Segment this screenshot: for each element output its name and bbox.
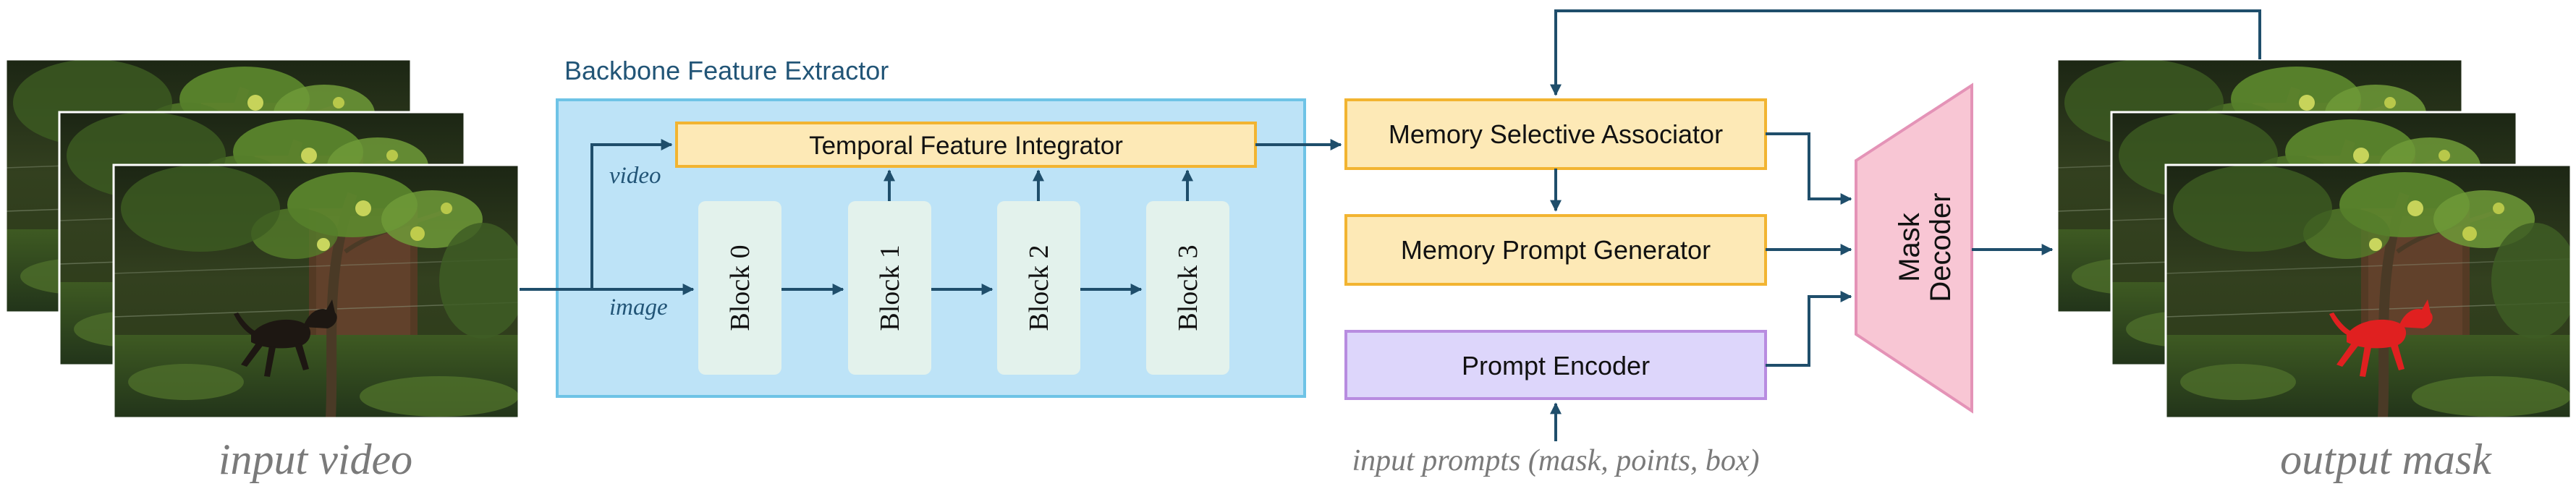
connector-associator-to-decoder: [1766, 132, 1852, 205]
connectors: [520, 9, 2261, 441]
output-mask-stack: [2056, 58, 2572, 420]
memory-selective-associator-label: Memory Selective Associator: [1389, 119, 1723, 149]
prompt-encoder-label: Prompt Encoder: [1462, 351, 1650, 380]
image-path-label: image: [609, 294, 668, 320]
output-mask-caption: output mask: [2280, 435, 2492, 483]
prompt-encoder-box: [1344, 330, 1767, 400]
mask-decoder-label-line2: Decoder: [1925, 192, 1957, 302]
block-1-label: Block 1: [875, 244, 905, 331]
block-2-label: Block 2: [1024, 244, 1054, 331]
input-prompts-caption: input prompts (mask, points, box): [1352, 444, 1759, 477]
memory-prompt-generator-label: Memory Prompt Generator: [1401, 235, 1711, 265]
block-0: [698, 201, 781, 375]
backbone-feature-extractor: Backbone Feature Extractor Temporal Feat…: [556, 56, 1306, 398]
temporal-feature-integrator-label: Temporal Feature Integrator: [809, 132, 1123, 160]
input-video-stack: [4, 58, 520, 420]
connector-feedback-loop: [1550, 9, 2261, 96]
block-0-label: Block 0: [725, 244, 755, 331]
backbone-title: Backbone Feature Extractor: [564, 56, 889, 85]
block-2: [997, 201, 1080, 375]
block-3-label: Block 3: [1173, 244, 1203, 331]
block-3: [1146, 201, 1229, 375]
connector-video-path: [590, 139, 673, 289]
memory-prompt-generator-box: [1344, 214, 1767, 286]
input-video-caption: input video: [219, 435, 412, 483]
block-1: [848, 201, 931, 375]
input-frame-front: [112, 163, 520, 420]
temporal-feature-integrator-box: [675, 122, 1257, 168]
mask-decoder-label-line1: Mask: [1894, 212, 1925, 282]
connector-encoder-to-decoder: [1766, 291, 1852, 367]
mask-decoder-shape: [1855, 82, 1973, 414]
video-path-label: video: [609, 163, 661, 189]
output-frame-front: [2164, 163, 2572, 420]
